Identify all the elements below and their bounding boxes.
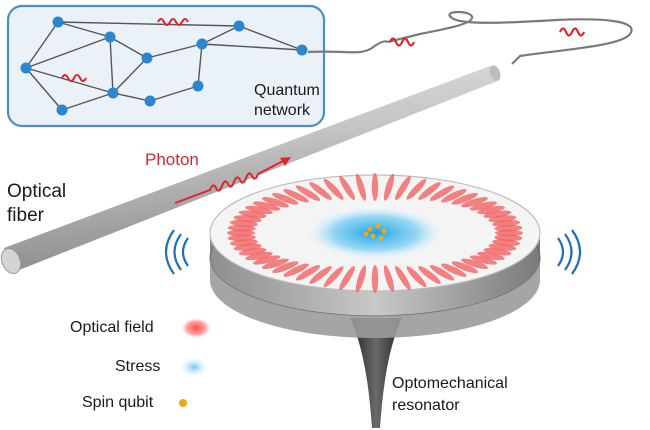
optical-field-lobe <box>283 189 309 203</box>
spin-qubit <box>370 233 376 239</box>
quantum-network-label-line2: network <box>254 102 311 119</box>
optomechanical-label-line1: Optomechanical <box>392 375 508 392</box>
network-node <box>56 104 68 116</box>
fiber-photon-wave <box>558 27 586 37</box>
optical-fiber <box>0 65 501 275</box>
photon-label: Photon <box>145 150 199 169</box>
network-node <box>104 31 116 43</box>
optical-field-lobe <box>295 265 321 281</box>
spin-qubit <box>363 231 369 237</box>
optical-field-lobe <box>355 173 367 201</box>
optical-field-lobe <box>227 234 256 242</box>
optical-field-lobe <box>252 255 281 265</box>
optical-field-lobe <box>238 210 267 219</box>
optical-field-lobe <box>272 192 299 205</box>
quantum-network-label-line1: Quantum <box>254 82 320 99</box>
optical-field-lobe <box>245 205 273 215</box>
fiber-photon-wave <box>388 37 416 47</box>
optical-field-lobe <box>477 205 505 215</box>
optical-field-lobe <box>469 201 498 211</box>
optical-field-lobe <box>371 173 379 201</box>
stress-region <box>303 205 447 261</box>
legend-stress-icon <box>178 356 210 378</box>
network-node <box>52 16 64 28</box>
optical-field-lobe <box>227 229 255 237</box>
spin-qubit <box>381 228 387 234</box>
optical-field-lobe <box>429 185 455 201</box>
optical-field-lobe <box>494 224 523 232</box>
optical-field-lobe <box>323 178 344 200</box>
legend-stress-label: Stress <box>115 358 161 375</box>
optical-field-lobe <box>477 251 505 261</box>
optical-field-lobe <box>451 261 478 274</box>
optomechanical-label-line2: resonator <box>392 397 460 414</box>
optical-field-lobe <box>469 255 498 265</box>
optical-field-lobe <box>395 175 411 201</box>
optical-field-lobe <box>483 247 512 256</box>
spin-qubits <box>363 223 387 241</box>
optical-field-lobe <box>309 182 332 200</box>
fiber-link <box>307 10 633 65</box>
optical-field-lobe <box>483 210 512 219</box>
optical-fiber-label-line2: fiber <box>7 205 44 226</box>
optical-field-lobe <box>261 197 289 208</box>
optical-field-lobe <box>451 192 478 205</box>
vibration-right-icon <box>557 229 582 275</box>
optical-field-lobe <box>395 265 411 291</box>
optical-field-lobe <box>283 263 309 277</box>
network-node <box>144 95 156 107</box>
optical-field-ring <box>227 173 523 293</box>
photon-arrow <box>174 157 291 204</box>
optical-field-lobe <box>355 265 367 293</box>
resonator-stem <box>350 318 402 428</box>
optical-field-lobe <box>323 266 344 288</box>
optical-field-lobe <box>238 247 267 256</box>
network-node <box>233 20 245 32</box>
optical-field-lobe <box>429 265 455 281</box>
network-photon-wave <box>157 18 189 26</box>
network-photon-wave <box>61 74 87 82</box>
optical-field-lobe <box>339 265 355 291</box>
spin-qubit <box>375 223 381 229</box>
optical-field-lobe <box>261 258 289 269</box>
network-node <box>141 52 153 64</box>
optical-field-lobe <box>383 173 395 201</box>
optical-field-lobe <box>383 265 395 293</box>
network-node <box>196 38 208 50</box>
optical-field-lobe <box>418 182 441 200</box>
network-node <box>192 80 204 92</box>
spin-qubit <box>378 235 384 241</box>
network-node <box>296 44 308 56</box>
spin-qubit <box>367 226 373 232</box>
legend-spin-qubit-label: Spin qubit <box>82 394 154 411</box>
quantum-network-box <box>6 4 326 128</box>
optical-field-lobe <box>441 189 467 203</box>
optical-field-lobe <box>339 175 355 201</box>
optical-field-lobe <box>495 229 523 237</box>
network-node <box>107 87 119 99</box>
network-nodes <box>20 16 308 116</box>
optical-field-lobe <box>461 258 489 269</box>
optical-field-lobe <box>272 261 299 274</box>
network-node <box>20 62 32 74</box>
optical-field-lobe <box>245 251 273 261</box>
legend-optical-field-label: Optical field <box>70 319 154 336</box>
optical-field-lobe <box>461 197 489 208</box>
optical-field-lobe <box>295 185 321 201</box>
optical-field-lobe <box>418 266 441 284</box>
legend-optical-field-icon <box>180 317 212 339</box>
optomechanical-disc <box>209 173 541 338</box>
optical-field-lobe <box>406 266 427 288</box>
optical-fiber-label-line1: Optical <box>7 181 67 202</box>
optical-field-lobe <box>309 266 332 284</box>
optical-field-lobe <box>441 263 467 277</box>
optical-field-lobe <box>252 201 281 211</box>
legend-spin-qubit-icon <box>179 399 187 407</box>
optical-field-lobe <box>371 265 379 293</box>
optical-field-lobe <box>406 178 427 200</box>
vibration-left-icon <box>164 229 189 275</box>
